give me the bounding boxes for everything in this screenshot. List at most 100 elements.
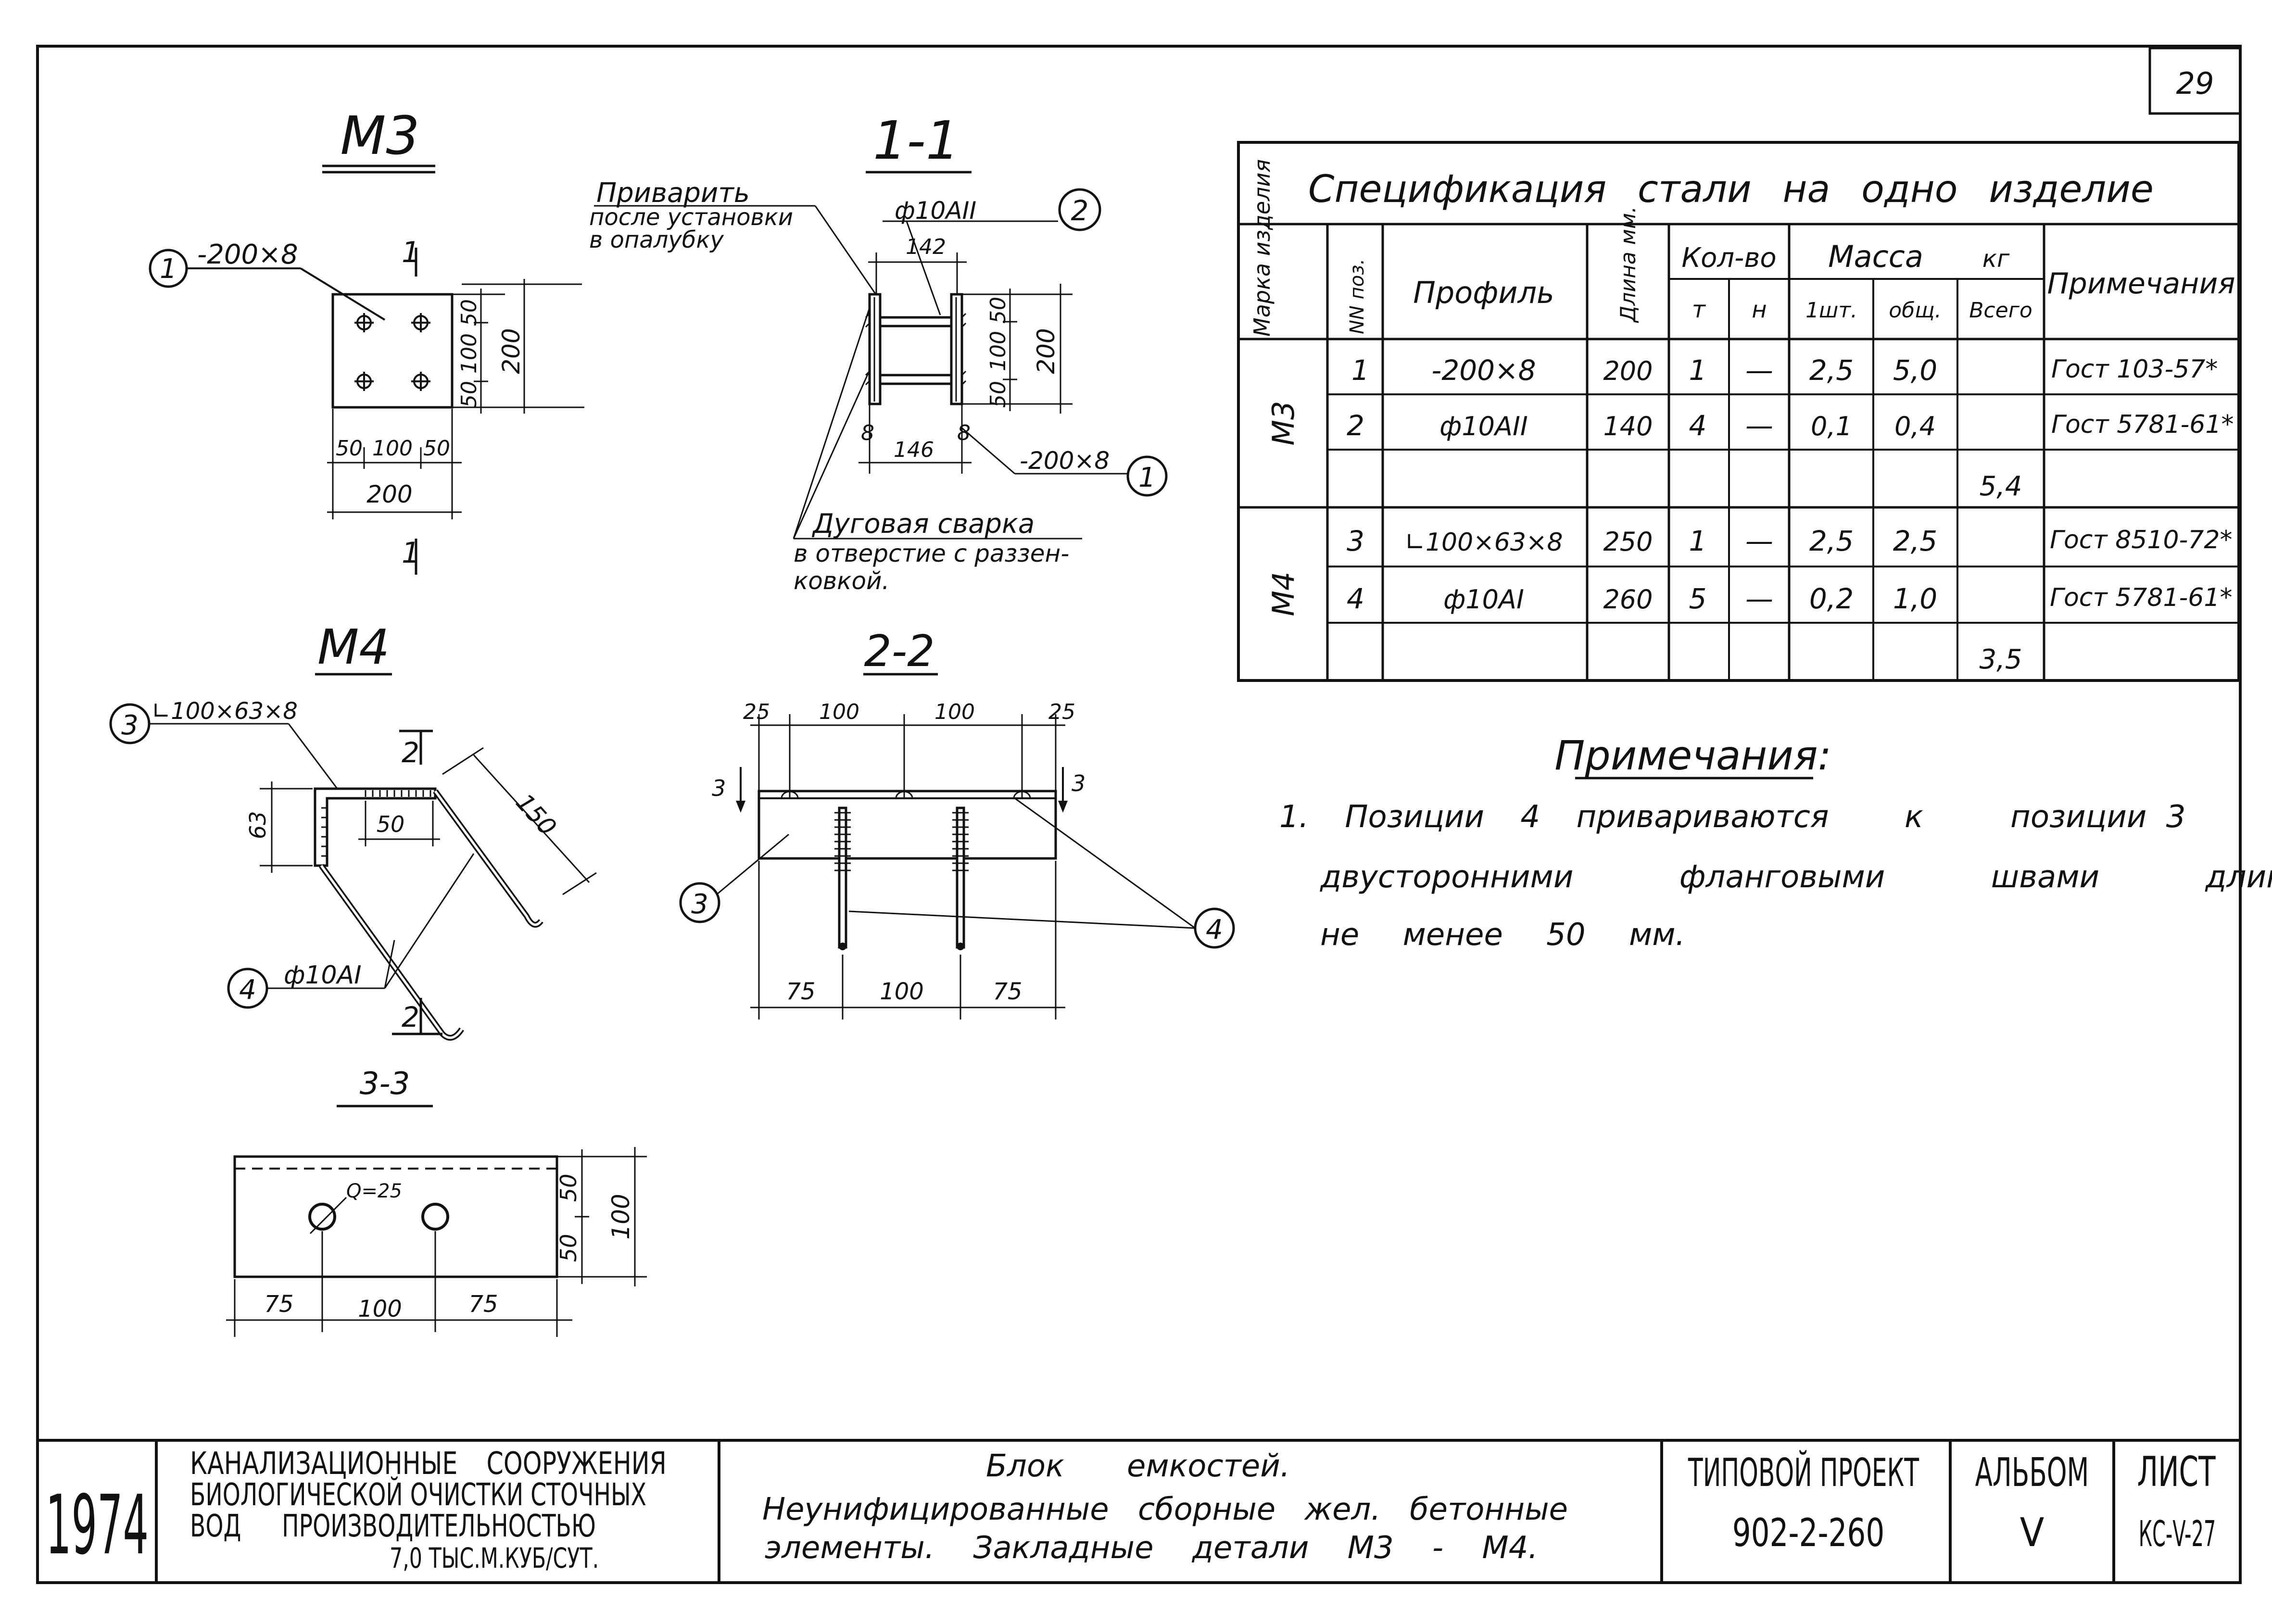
- s22-callout4-num: 4: [1206, 914, 1223, 945]
- spec-cell-length: 260: [1603, 584, 1653, 615]
- notes-line2: двусторонними фланговыми швами длиной: [1320, 859, 2272, 895]
- title-block: 1974 КАНАЛИЗАЦИОННЫЕ СООРУЖЕНИЯ БИОЛОГИЧ…: [38, 1439, 2240, 1583]
- s11-note-line2: после установки: [589, 204, 793, 231]
- spec-row-4: 4 ф10АI 260 5 — 0,2 1,0 Гост 5781-61*: [1347, 582, 2232, 615]
- s22-cut-right: 3: [1072, 770, 1086, 796]
- m3-callout-num: 1: [160, 253, 177, 285]
- spec-hdr-qty-t: т: [1692, 296, 1706, 323]
- spec-row-1: 1 -200×8 200 1 — 2,5 5,0 Гост 103-57*: [1351, 354, 2218, 387]
- s33-title: 3-3: [360, 1066, 410, 1102]
- tb-sheet-label: ЛИСТ: [2137, 1448, 2216, 1496]
- notes-line1c: позиции 3: [2010, 799, 2185, 835]
- spec-cell-pos: 1: [1351, 354, 1369, 387]
- spec-cell-t: 4: [1689, 409, 1707, 442]
- s33-dim-75a: 75: [264, 1291, 293, 1318]
- spec-mark-m3: М3: [1266, 401, 1301, 446]
- s22-dim-100a: 100: [819, 700, 859, 724]
- m3-plate: [331, 293, 454, 409]
- s22-dim-25a: 25: [743, 700, 770, 724]
- s11-rod-label: ф10АII: [895, 197, 976, 225]
- s33-dim-50b: 50: [555, 1234, 581, 1262]
- spec-table: Спецификация стали на одно изделие Марка…: [1237, 141, 2240, 682]
- tb-sheet-code: КС-V-27: [2139, 1513, 2216, 1555]
- s22-dim-75b: 75: [993, 978, 1022, 1005]
- spec-cell-note: Гост 8510-72*: [2050, 526, 2232, 554]
- spec-row-3: 3 ∟100×63×8 250 1 — 2,5 2,5 Гост 8510-72…: [1347, 525, 2232, 557]
- s11-callout1-num: 1: [1138, 462, 1156, 493]
- sheet-number: 29: [2176, 66, 2214, 101]
- spec-hdr-mass-unit: кг: [1982, 245, 2010, 273]
- s33-dim-75b: 75: [468, 1291, 498, 1318]
- tb-project-number: 902-2-260: [1732, 1511, 1885, 1556]
- s22-anchor-left: [834, 806, 851, 950]
- s22-plate: [757, 790, 1057, 860]
- m4-cut-top: 2: [402, 736, 419, 769]
- s11-rod-bottom: [879, 374, 953, 385]
- s11-rod-top: [879, 316, 953, 327]
- s22-callout3-num: 3: [691, 889, 708, 920]
- spec-cell-length: 140: [1603, 411, 1653, 441]
- s33-dim-100: 100: [358, 1296, 402, 1322]
- m4-angle-profile: [314, 787, 437, 867]
- spec-mark-m4: М4: [1266, 572, 1301, 617]
- spec-total-m4: 3,5: [1979, 644, 2022, 675]
- spec-cell-one: 2,5: [1809, 525, 1854, 557]
- m3-dim-100: 100: [372, 436, 413, 461]
- tb-desc-line2: Неунифицированные сборные жел. бетонные: [762, 1492, 1568, 1527]
- sheet-number-box: [2148, 47, 2242, 115]
- tb-org-line2: БИОЛОГИЧЕСКОЙ ОЧИСТКИ СТОЧНЫХ: [190, 1476, 646, 1512]
- spec-cell-one: 2,5: [1809, 354, 1854, 387]
- spec-cell-pos: 4: [1347, 582, 1364, 615]
- m4-dim-63: 63: [245, 811, 271, 839]
- spec-cell-profile: ф10АII: [1439, 411, 1528, 441]
- m4-callout4-num: 4: [239, 974, 256, 1006]
- m4-cut-bottom: 2: [402, 1001, 419, 1033]
- m4-dim-150: 150: [510, 788, 562, 841]
- spec-hdr-mass: Масса: [1828, 239, 1923, 274]
- spec-cell-pos: 3: [1347, 525, 1364, 557]
- s33-hole-label: Q=25: [346, 1180, 402, 1202]
- tb-org-line4: 7,0 ТЫС.М.КУБ/СУТ.: [390, 1542, 599, 1574]
- s11-dim-50b: 50: [986, 381, 1010, 408]
- spec-cell-profile: ∟100×63×8: [1404, 528, 1563, 557]
- spec-cell-t: 1: [1689, 525, 1707, 557]
- s33-hole-right: [421, 1203, 449, 1231]
- m4-dim-50: 50: [377, 811, 405, 837]
- s11-callout2-circle: [1058, 188, 1101, 231]
- spec-cell-note: Гост 5781-61*: [2050, 583, 2232, 612]
- m3-dim-h200: 200: [497, 328, 525, 374]
- section-3-3: 3-3 Q=25 50 50 100 75 100 75: [226, 1066, 647, 1337]
- spec-cell-total: 0,4: [1894, 411, 1936, 441]
- s11-title: 1-1: [873, 110, 959, 171]
- spec-hdr-mark: Марка изделия: [1249, 159, 1275, 337]
- spec-row-2: 2 ф10АII 140 4 — 0,1 0,4 Гост 5781-61*: [1347, 409, 2234, 442]
- tb-album-number: V: [2020, 1510, 2044, 1556]
- spec-table-frame: [1237, 141, 2240, 682]
- spec-cell-one: 0,2: [1809, 582, 1854, 615]
- m3-dim-50b: 50: [423, 436, 450, 461]
- spec-hdr-profile: Профиль: [1413, 275, 1554, 310]
- spec-total-m3: 5,4: [1979, 471, 2022, 502]
- m3-cut-top: 1: [402, 236, 420, 269]
- s22-dim-100b: 100: [934, 700, 975, 724]
- spec-cell-n: —: [1745, 525, 1773, 557]
- notes-line1a: 1. Позиции 4 привариваются: [1279, 799, 1829, 835]
- s11-note-line3: в опалубку: [589, 227, 724, 253]
- tb-desc-line3: элементы. Закладные детали М3 - М4.: [765, 1530, 1538, 1566]
- s22-dim-25b: 25: [1048, 700, 1075, 724]
- spec-cell-t: 5: [1689, 582, 1707, 615]
- s11-plate-label: -200×8: [1020, 447, 1110, 475]
- spec-hdr-qty-n: н: [1752, 296, 1767, 323]
- s22-cut-left: 3: [712, 775, 726, 801]
- spec-cell-length: 200: [1603, 356, 1653, 386]
- m3-bolt-holes: [354, 313, 430, 391]
- s11-dim-146: 146: [894, 438, 934, 462]
- tb-org-line1: КАНАЛИЗАЦИОННЫЕ СООРУЖЕНИЯ: [190, 1446, 667, 1482]
- s11-dim-200: 200: [1032, 328, 1060, 374]
- spec-cell-t: 1: [1689, 354, 1707, 387]
- s11-callout1-circle: [1126, 455, 1168, 497]
- notes-line1b: к: [1905, 799, 1923, 835]
- view-m3: М3 1 1 1 -200×8 50 100 50 200: [149, 105, 584, 575]
- s33-hole-left: [308, 1203, 336, 1231]
